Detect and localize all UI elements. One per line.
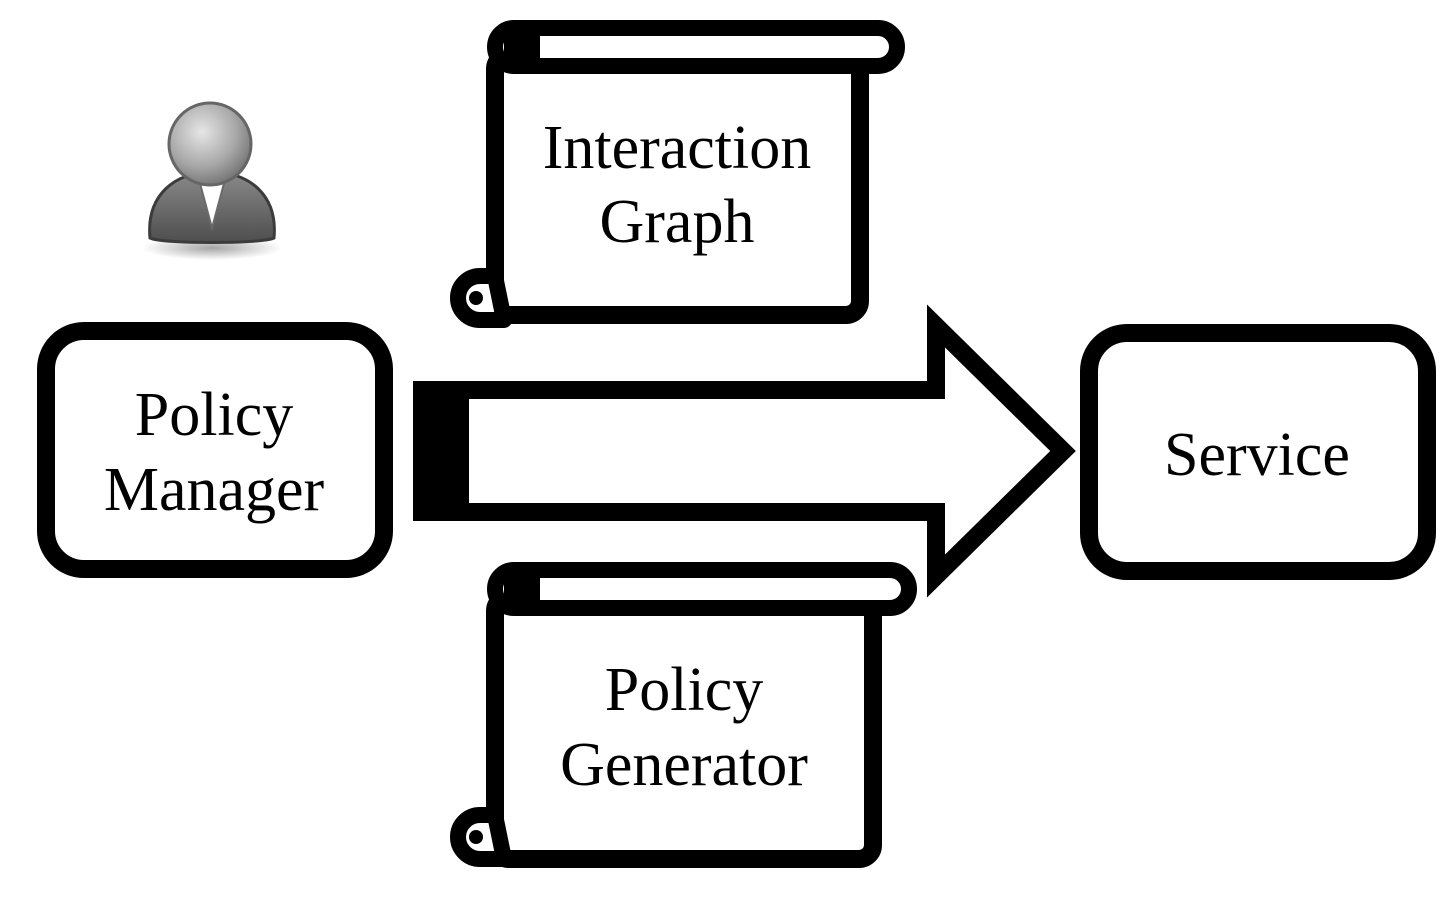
policy-generator-scroll: Policy Generator bbox=[450, 562, 917, 868]
policy-generator-label-line1: Policy bbox=[605, 656, 763, 724]
policy-manager-label-line1: Policy bbox=[135, 381, 293, 449]
service-node: Service bbox=[1080, 324, 1436, 580]
interaction-graph-label-line2: Graph bbox=[600, 188, 755, 256]
policy-manager-label-line2: Manager bbox=[104, 456, 325, 524]
service-label: Service bbox=[1164, 421, 1350, 489]
flow-arrow bbox=[413, 304, 1076, 598]
policy-manager-node: Policy Manager bbox=[37, 322, 393, 578]
interaction-graph-label-line1: Interaction bbox=[543, 114, 812, 182]
policy-generator-label-line2: Generator bbox=[560, 731, 808, 799]
interaction-graph-scroll: Interaction Graph bbox=[450, 20, 905, 328]
user-icon bbox=[142, 101, 282, 260]
